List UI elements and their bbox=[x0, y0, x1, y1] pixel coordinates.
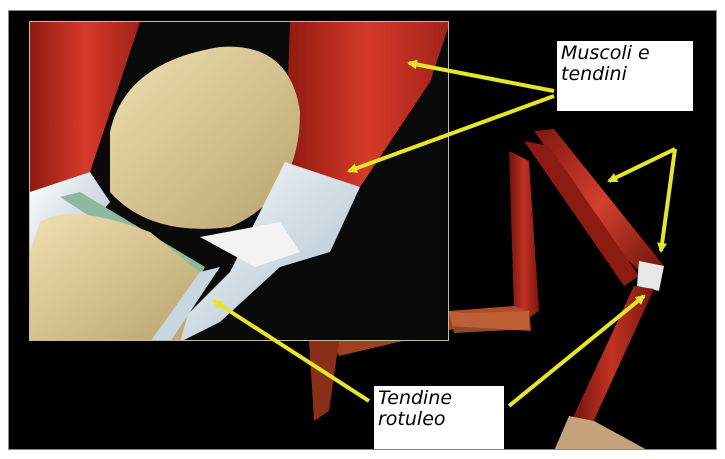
arrow-muscle-upper bbox=[409, 63, 554, 91]
label-patellar-tendon: Tendine rotuleo bbox=[374, 386, 504, 450]
label-muscles-line2: tendini bbox=[561, 64, 689, 85]
arrow-leg-tendon bbox=[661, 149, 675, 251]
arrow-group bbox=[214, 63, 675, 406]
label-tendon-line1: Tendine bbox=[378, 388, 500, 409]
arrow-patellar-leg bbox=[509, 296, 644, 406]
arrow-leg-muscle bbox=[609, 149, 675, 181]
label-muscles-line1: Muscoli e bbox=[561, 43, 689, 64]
label-muscles-tendons: Muscoli e tendini bbox=[557, 41, 693, 111]
arrow-tendon-upper bbox=[349, 96, 554, 171]
label-tendon-line2: rotuleo bbox=[378, 409, 500, 430]
arrow-patellar-closeup bbox=[214, 301, 369, 401]
anatomy-panel: Muscoli e tendini Tendine rotuleo bbox=[8, 10, 717, 450]
